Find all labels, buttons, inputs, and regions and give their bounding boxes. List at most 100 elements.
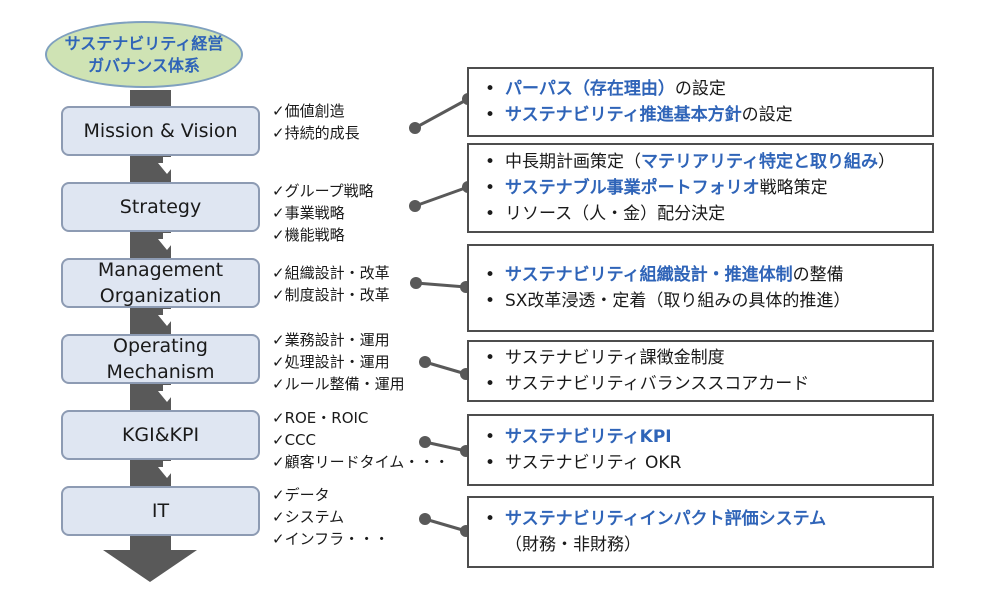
stage-label: KGI&KPI [121,424,200,446]
connector-line [414,97,469,130]
bullet-icon: • [485,105,496,125]
stage-label: Management [97,259,224,281]
detail-line: •サステナビリティインパクト評価システム [485,506,922,532]
detail-line: （財務・非財務） [485,532,922,558]
check-item: ✓組織設計・改革 [272,264,390,282]
bullet-icon: • [485,509,496,529]
bullet-icon: • [485,265,496,285]
detail-text: （財務・非財務） [505,535,641,555]
bullet-icon: • [485,348,496,368]
stage-label: Mechanism [106,361,215,383]
down-arrow-icon [158,467,176,478]
bullet-icon: • [485,453,496,473]
connector-line [424,517,467,533]
detail-text: 戦略策定 [759,178,828,198]
ellipse-title-line2: ガバナンス体系 [88,55,200,75]
connector-dot [419,356,431,368]
checklist: ✓組織設計・改革 ✓制度設計・改革 [272,262,390,306]
checklist: ✓グループ戦略 ✓事業戦略 ✓機能戦略 [272,180,374,246]
stage-label: Organization [99,285,222,307]
detail-line: • 中長期計画策定（マテリアリティ特定と取り組み） [485,149,922,175]
detail-box: •サステナビリティインパクト評価システム （財務・非財務） [467,496,934,568]
governance-title-ellipse: サステナビリティ経営 ガバナンス体系 [45,21,243,88]
detail-line: • サステナビリティ課徴金制度 [485,345,922,371]
bullet-icon: • [485,178,496,198]
bullet-icon: • [485,152,496,172]
detail-box: • サステナビリティ組織設計・推進体制の整備 • SX改革浸透・定着（取り組みの具体的… [467,244,934,332]
check-item: ✓事業戦略 [272,204,345,222]
highlight-text: マテリアリティ特定と取り組み [641,152,878,172]
detail-line: • SX改革浸透・定着（取り組みの具体的推進） [485,288,922,314]
stage-label: Operating [113,335,208,357]
check-item: ✓顧客リードタイム・・・ [272,453,450,471]
check-item: ✓制度設計・改革 [272,286,390,304]
detail-line: • サステナビリティ OKR [485,450,922,476]
connector-line [415,281,467,289]
stage-box: Strategy [61,182,260,232]
check-item: ✓ROE・ROIC [272,409,369,427]
checklist: ✓データ✓システム✓インフラ・・・ [272,484,389,550]
highlight-text: サステナビリティKPI [505,427,672,447]
detail-text: SX改革浸透・定着（取り組みの具体的推進） [505,291,851,311]
bullet-icon: • [485,291,496,311]
connector-line [424,360,467,376]
down-arrow-icon [163,309,171,315]
detail-line: • パーパス（存在理由）の設定 [485,76,922,102]
connector-dot [409,200,421,212]
highlight-text: パーパス（存在理由） [505,79,675,99]
down-arrow-icon [163,157,171,163]
bullet-icon: • [485,374,496,394]
down-arrow-icon [158,163,176,174]
connector-line [424,440,467,453]
detail-line: • サステナビリティKPI [485,424,922,450]
check-item: ✓システム [272,508,345,526]
stage-box: KGI&KPI [61,410,260,460]
detail-line: •リソース（人・金）配分決定 [485,201,922,227]
detail-box: • 中長期計画策定（マテリアリティ特定と取り組み） • サステナブル事業ポートフォリオ… [467,143,934,233]
check-item: ✓機能戦略 [272,226,345,244]
detail-text: サステナビリティバランススコアカード [505,374,810,394]
down-arrow-icon [158,391,176,402]
checklist: ✓業務設計・運用✓処理設計・運用✓ルール整備・運用 [272,329,405,395]
highlight-text: サステナブル事業ポートフォリオ [505,178,760,198]
check-item: ✓処理設計・運用 [272,353,390,371]
detail-text: サステナビリティ課徴金制度 [505,348,725,368]
detail-box: • サステナビリティ課徴金制度 • サステナビリティバランススコアカード [467,340,934,402]
stage-label: IT [151,500,170,522]
check-item: ✓持続的成長 [272,124,360,142]
connector-dot [410,277,422,289]
bullet-icon: • [485,79,496,99]
down-arrow-icon [163,461,171,467]
highlight-text: サステナビリティ組織設計・推進体制 [505,265,793,285]
checklist: ✓価値創造✓持続的成長 [272,100,360,144]
down-arrow-icon [158,315,176,326]
stage-box: IT [61,486,260,536]
checklist: ✓ROE・ROIC ✓CCC ✓顧客リードタイム・・・ [272,407,449,473]
detail-text: の設定 [741,105,793,125]
down-arrow-icon [163,385,171,391]
check-item: ✓インフラ・・・ [272,530,390,548]
detail-box: •パーパス（存在理由）の設定•サステナビリティ推進基本方針の設定 [467,67,934,137]
detail-line: • サステナビリティ組織設計・推進体制の整備 [485,262,922,288]
detail-text: ） [877,152,895,172]
connector-dot [419,513,431,525]
down-arrow-icon [163,233,171,239]
ellipse-title-line1: サステナビリティ経営 [64,33,224,53]
detail-text: の設定 [674,79,726,99]
check-item: ✓CCC [272,431,316,449]
stage-label: Mission & Vision [83,120,238,142]
detail-line: • サステナブル事業ポートフォリオ戦略策定 [485,175,922,201]
connector-dot [419,436,431,448]
connector-dot [409,122,421,134]
stage-label: Strategy [119,196,202,218]
bullet-icon: • [485,204,496,224]
detail-text: 中長期計画策定（ [505,152,641,172]
check-item: ✓グループ戦略 [272,182,374,200]
detail-text: サステナビリティ OKR [505,453,682,473]
highlight-text: サステナビリティ推進基本方針 [505,105,742,125]
detail-text: の整備 [792,265,844,285]
detail-line: • サステナビリティ推進基本方針の設定 [485,102,922,128]
bullet-icon: • [485,427,496,447]
